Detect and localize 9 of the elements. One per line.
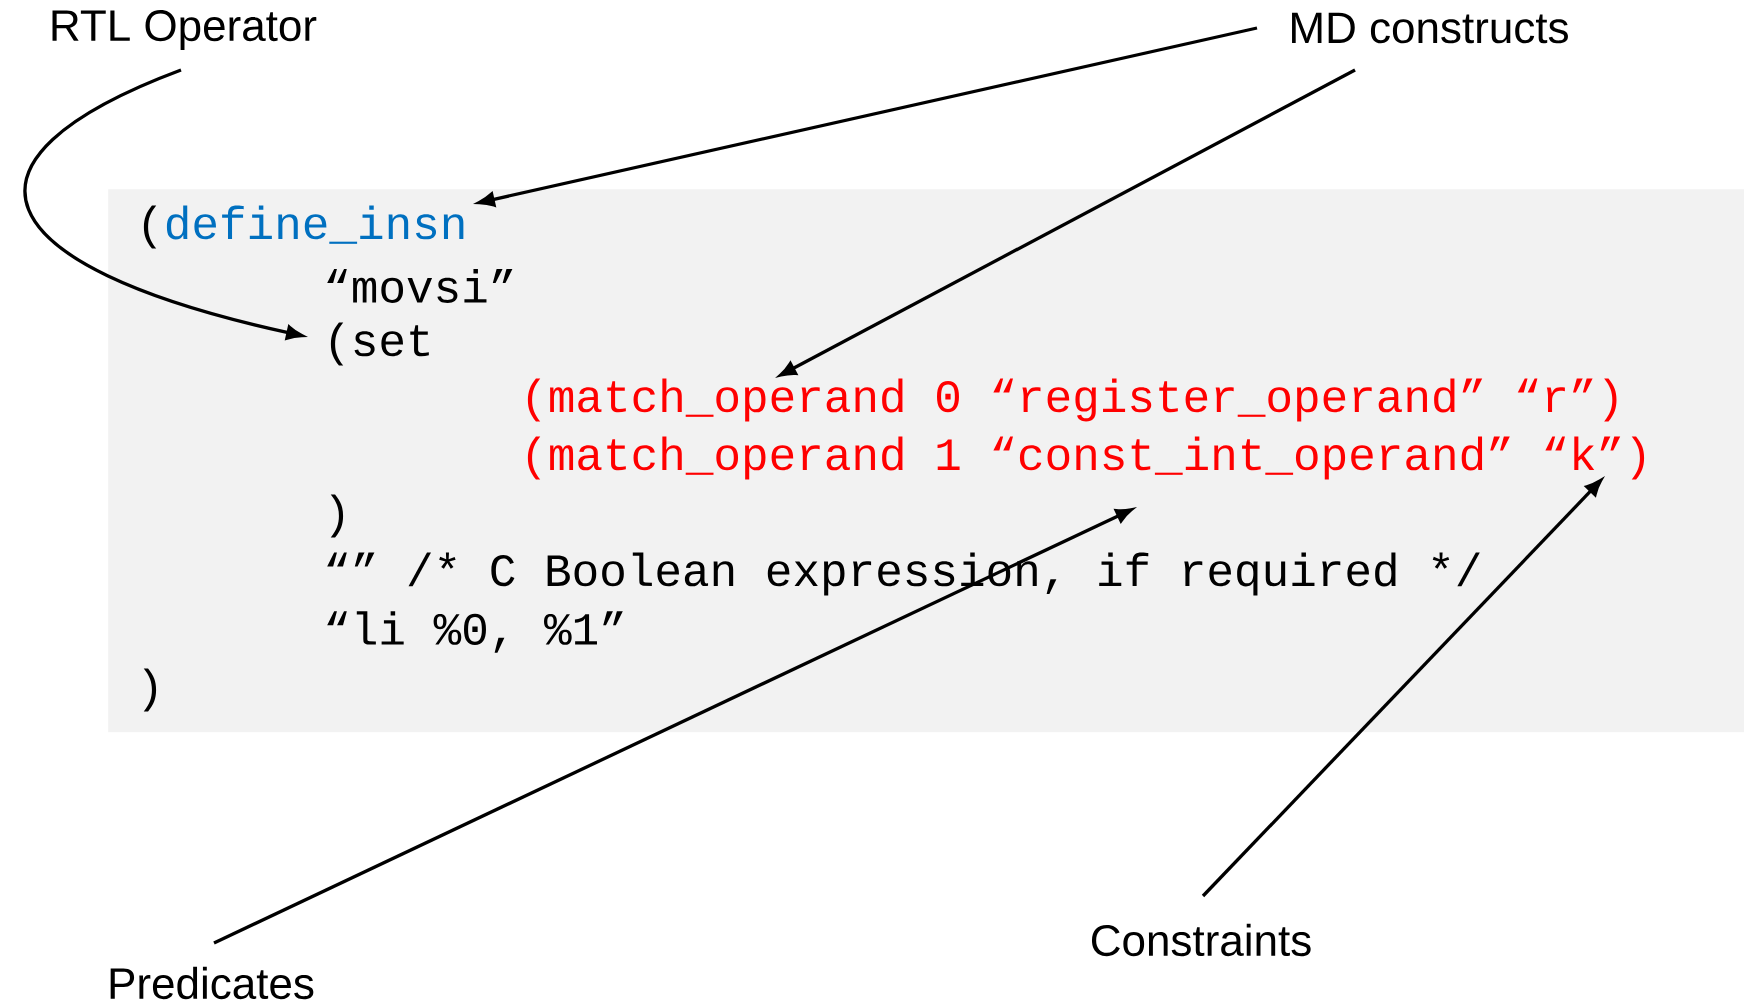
code-line: (match_operand 1 “const_int_operand” “k”) bbox=[527, 436, 1645, 480]
code-line: “movsi” bbox=[327, 269, 513, 303]
code-line: (set bbox=[330, 322, 429, 366]
code-line: (match_operand 0 “register_operand” “r”) bbox=[527, 378, 1617, 422]
callout-label: Predicates bbox=[110, 966, 314, 1000]
callout-label: Constraints bbox=[1092, 923, 1311, 957]
code-line: ) bbox=[143, 668, 157, 712]
callout-label: RTL Operator bbox=[52, 10, 317, 50]
callout-label: MD constructs bbox=[1292, 12, 1568, 44]
